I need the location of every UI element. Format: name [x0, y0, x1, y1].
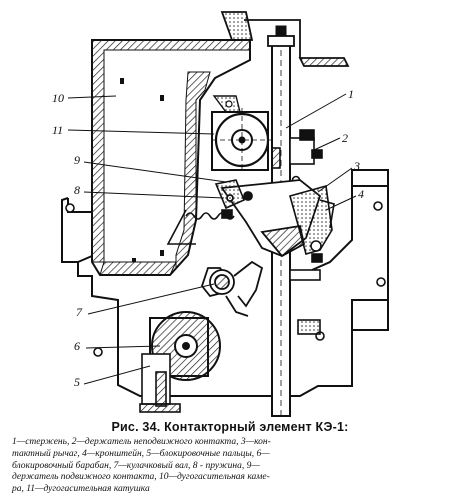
callout-5: 5: [74, 375, 80, 389]
caption-line: держатель подвижного контакта, 10—дугога…: [12, 472, 270, 483]
callout-2: 2: [342, 131, 348, 145]
caption-line: блокировочный барабан, 7—кулачковый вал,…: [12, 460, 260, 471]
callout-6: 6: [74, 339, 80, 353]
arc-chute: [91, 39, 251, 276]
caption-line: 1—стержень, 2—держатель неподвижного кон…: [12, 437, 271, 447]
blowout-coil: [211, 95, 272, 172]
callout-9: 9: [74, 153, 80, 167]
callout-10: 10: [52, 91, 64, 105]
callout-7: 7: [76, 305, 83, 319]
base-panel: [61, 169, 389, 397]
figure-caption: Рис. 34. Контакторный элемент КЭ-1: 1—ст…: [8, 420, 452, 496]
interlocking-fingers: [139, 353, 181, 413]
caption-title: Рис. 34. Контакторный элемент КЭ-1:: [111, 420, 349, 434]
callout-4: 4: [358, 187, 364, 201]
top-bracket: [220, 11, 350, 67]
caption-line: ра, 11—дугогасительная катушка: [12, 484, 150, 495]
spring: [166, 209, 235, 245]
callout-3: 3: [353, 159, 360, 173]
cam-shaft: [200, 260, 264, 317]
callout-8: 8: [74, 183, 80, 197]
rod-fittings: [289, 269, 321, 335]
callout-11: 11: [52, 123, 63, 137]
callout-1: 1: [348, 87, 354, 101]
bracket: [289, 184, 335, 263]
caption-legend: 1—стержень, 2—держатель неподвижного кон…: [8, 437, 452, 496]
contactor-diagram: 1 2 3 4 5 6 7 8 9 10 11: [52, 11, 389, 417]
moving-contact-holder: [214, 179, 246, 219]
leader-lines: [67, 93, 357, 385]
fixed-contact-holder: [271, 129, 323, 169]
caption-line: тактный рычаг, 4—кронштейн, 5—блокировоч…: [12, 448, 270, 459]
